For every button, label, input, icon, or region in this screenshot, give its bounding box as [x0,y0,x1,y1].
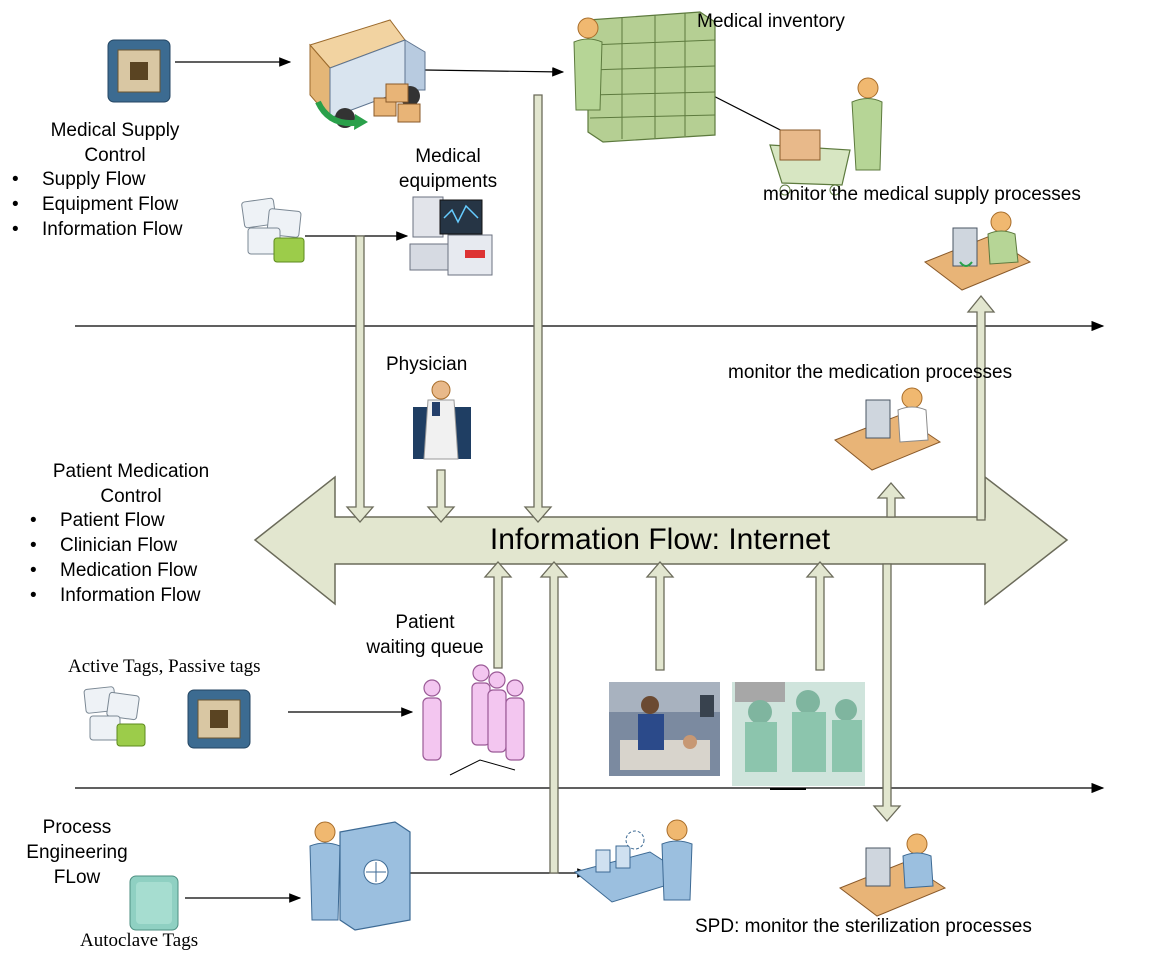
medical-equipments-line2: equipments [398,171,498,192]
list-item: Clinician Flow [30,533,200,558]
list-item: Information Flow [30,583,201,608]
patient-queue-icon [422,664,525,776]
information-flow-band [253,475,1069,606]
autoclave-tag-icon [129,875,179,931]
cart-person-icon [851,77,883,171]
inventory-shelves-icon [587,11,716,143]
medical-supply-title: Medical Supply Control [20,118,210,168]
autoclave-tags-label: Autoclave Tags [80,930,199,951]
physician-icon [413,380,471,460]
hollow-arrows [345,94,996,874]
list-item: Medication Flow [30,558,200,583]
patient-queue-label: Patient waiting queue [340,610,510,660]
process-engineering-line2: Engineering [26,842,128,863]
supply-monitor-icon [923,211,1032,291]
supply-flow-list: Supply Flow Equipment Flow Information F… [12,167,183,242]
patient-queue-line2: waiting queue [366,637,484,658]
patient-medication-title-line2: Control [100,486,162,507]
safe-person-icon [309,821,341,921]
autoclave-safe-icon [339,821,411,931]
medical-supply-title-line2: Control [84,145,146,166]
nurse-patient-photo [609,682,720,776]
sterilization-conveyor-icon [573,819,693,903]
monitor-supply-label: monitor the medical supply processes [763,184,1081,205]
medical-inventory-label: Medical inventory [697,11,845,32]
spd-monitor-label: SPD: monitor the sterilization processes [695,916,1032,937]
passive-tag-chip-icon [187,689,251,749]
equipment-tags-icon [241,197,305,263]
process-engineering-title: Process Engineering FLow [18,815,136,890]
active-passive-tags-label: Active Tags, Passive tags [68,656,261,677]
spd-monitor-icon [838,833,947,917]
patient-medication-title: Patient Medication Control [22,459,240,509]
delivery-truck-icon [309,19,426,130]
medication-flow-list: Patient Flow Clinician Flow Medication F… [30,508,201,608]
active-tags-icon [83,686,146,747]
medical-equipment-icon [409,196,493,276]
shopping-cart-icon [769,129,851,196]
monitor-medication-label: monitor the medication processes [728,362,1013,383]
list-item: Equipment Flow [12,192,182,217]
list-item: Supply Flow [12,167,182,192]
medical-equipments-label: Medical equipments [378,144,518,194]
medical-supply-title-line1: Medical Supply [50,120,180,141]
medication-monitor-icon [834,387,942,471]
list-item: Patient Flow [30,508,200,533]
arrow-truck-to-inventory [424,67,565,77]
rfid-chip-icon [107,39,171,103]
medical-equipments-line1: Medical [415,146,481,167]
information-flow-label: Information Flow: Internet [489,523,831,556]
inventory-person-icon [573,17,603,111]
process-engineering-line3: FLow [53,867,101,888]
surgery-team-photo [732,682,865,790]
list-item: Information Flow [12,217,183,242]
process-engineering-line1: Process [42,817,112,838]
physician-label: Physician [386,354,468,375]
patient-queue-line1: Patient [395,612,455,633]
patient-medication-title-line1: Patient Medication [52,461,210,482]
